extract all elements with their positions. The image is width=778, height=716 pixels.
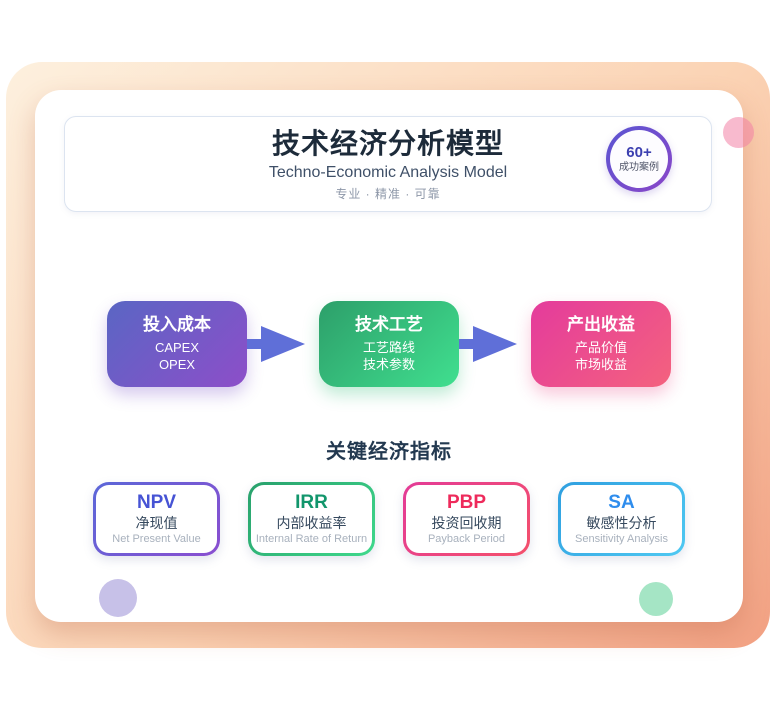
decorative-circle-purple <box>99 579 137 617</box>
flow-box-technology-process: 技术工艺 工艺路线 技术参数 <box>319 301 459 387</box>
indicator-abbr: SA <box>608 492 635 513</box>
indicator-card-inner: SA 敏感性分析 Sensitivity Analysis <box>561 485 682 553</box>
arrow-right-icon <box>247 326 319 362</box>
decorative-circle-green <box>639 582 673 616</box>
indicator-card-inner: PBP 投资回收期 Payback Period <box>406 485 527 553</box>
arrow-right-icon <box>459 326 531 362</box>
flow-box-line: OPEX <box>158 357 196 372</box>
indicator-card-inner: NPV 净现值 Net Present Value <box>96 485 217 553</box>
indicator-abbr: NPV <box>136 492 177 513</box>
flow-box-input-cost: 投入成本 CAPEX OPEX <box>107 301 247 387</box>
indicator-card-irr: IRR 内部收益率 Internal Rate of Return <box>248 482 375 556</box>
poster-background: 技术经济分析模型 Techno-Economic Analysis Model … <box>6 62 770 648</box>
indicator-cards-row: NPV 净现值 Net Present Value IRR 内部收益率 Inte… <box>35 482 743 556</box>
decorative-circle-pink <box>723 117 754 148</box>
arrow-head <box>261 326 305 362</box>
page-title: 技术经济分析模型 <box>271 128 504 159</box>
arrow-stem <box>459 339 473 349</box>
success-cases-badge: 60+ 成功案例 <box>606 126 672 192</box>
arrow-stem <box>247 339 261 349</box>
flow-box-line: 工艺路线 <box>362 340 415 355</box>
flow-box-line: 产品价值 <box>574 340 627 355</box>
indicator-card-sa: SA 敏感性分析 Sensitivity Analysis <box>558 482 685 556</box>
flow-box-line: 技术参数 <box>362 357 415 372</box>
indicator-name-zh: 净现值 <box>135 515 178 531</box>
badge-label: 成功案例 <box>619 162 659 173</box>
indicator-name-en: Sensitivity Analysis <box>575 533 668 545</box>
indicator-abbr: IRR <box>295 492 328 513</box>
badge-count: 60+ <box>626 144 652 161</box>
flow-box-title: 技术工艺 <box>355 315 423 334</box>
indicator-card-npv: NPV 净现值 Net Present Value <box>93 482 220 556</box>
indicator-name-zh: 敏感性分析 <box>586 515 657 531</box>
page-subtitle: Techno-Economic Analysis Model <box>268 164 508 181</box>
page-tagline: 专业 · 精准 · 可靠 <box>335 187 441 201</box>
indicator-card-inner: IRR 内部收益率 Internal Rate of Return <box>251 485 372 553</box>
indicator-name-zh: 投资回收期 <box>431 515 502 531</box>
indicator-card-pbp: PBP 投资回收期 Payback Period <box>403 482 530 556</box>
flow-box-title: 投入成本 <box>143 315 211 334</box>
main-card: 技术经济分析模型 Techno-Economic Analysis Model … <box>35 90 743 622</box>
indicator-name-en: Internal Rate of Return <box>255 533 368 545</box>
flow-box-output-revenue: 产出收益 产品价值 市场收益 <box>531 301 671 387</box>
flow-diagram: 投入成本 CAPEX OPEX 技术工艺 工艺路线 技术参数 产出收益 产品价值… <box>35 300 743 388</box>
indicator-name-zh: 内部收益率 <box>276 515 347 531</box>
flow-box-title: 产出收益 <box>567 315 635 334</box>
indicator-abbr: PBP <box>446 492 487 513</box>
header-panel: 技术经济分析模型 Techno-Economic Analysis Model … <box>64 116 712 212</box>
flow-box-line: CAPEX <box>154 340 200 355</box>
indicator-name-en: Payback Period <box>427 533 506 545</box>
arrow-head <box>473 326 517 362</box>
indicators-heading: 关键经济指标 <box>326 441 452 463</box>
flow-box-line: 市场收益 <box>574 357 627 372</box>
indicator-name-en: Net Present Value <box>112 533 201 545</box>
